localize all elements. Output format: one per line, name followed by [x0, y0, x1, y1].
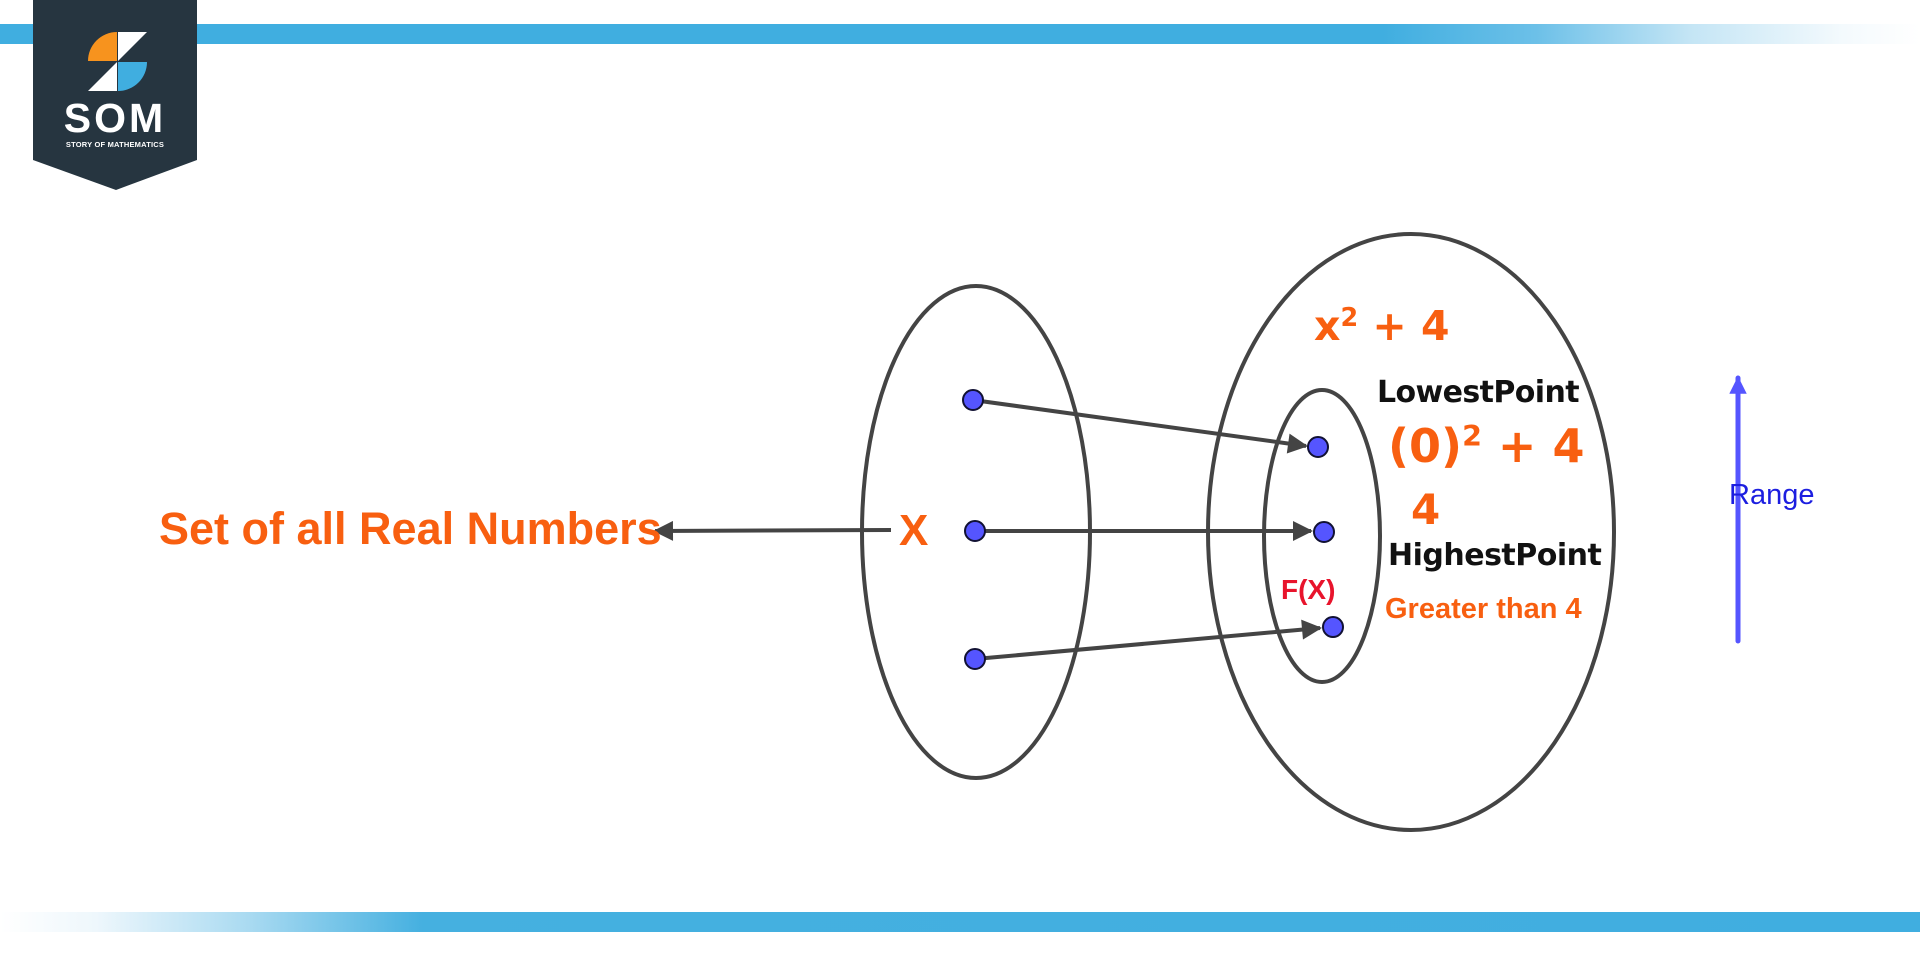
top-accent-bar	[0, 24, 1920, 44]
function-expression-rest: + 4	[1358, 302, 1450, 350]
domain-point-2	[964, 520, 986, 542]
domain-point-1	[962, 389, 984, 411]
mapping-arrow-1	[972, 398, 1308, 454]
lowest-point-expression-exponent: 2	[1462, 420, 1482, 454]
bottom-accent-bar	[0, 912, 1920, 932]
domain-caption-arrow	[653, 520, 892, 541]
range-point-2	[1313, 521, 1335, 543]
highest-point-value: Greater than 4	[1385, 593, 1582, 625]
highest-point-heading: HighestPoint	[1388, 538, 1602, 573]
lowest-point-value: 4	[1411, 485, 1441, 534]
lowest-point-expression-base: (0)	[1388, 419, 1463, 473]
range-point-3	[1322, 616, 1344, 638]
som-logo: SOM STORY OF MATHEMATICS	[33, 0, 197, 190]
lowest-point-heading: LowestPoint	[1377, 375, 1580, 410]
logo-title: SOM	[63, 95, 167, 141]
lowest-point-expression-rest: + 4	[1481, 419, 1585, 473]
domain-point-3	[964, 648, 986, 670]
range-label: Range	[1729, 479, 1815, 511]
function-expression-base: x	[1314, 302, 1341, 350]
range-set-label: F(X)	[1281, 574, 1336, 605]
logo-s-icon	[88, 32, 147, 91]
range-set-ellipse	[1262, 388, 1382, 684]
domain-caption: Set of all Real Numbers	[159, 503, 662, 554]
domain-label-x: X	[899, 506, 929, 555]
mapping-arrow-3	[974, 619, 1322, 661]
function-expression: x2 + 4	[1314, 304, 1450, 347]
lowest-point-expression: (0)2 + 4	[1388, 423, 1585, 469]
logo-banner-shape	[33, 0, 197, 190]
logo-subtitle: STORY OF MATHEMATICS	[65, 140, 165, 149]
function-expression-exponent: 2	[1340, 302, 1359, 333]
range-point-1	[1307, 436, 1329, 458]
